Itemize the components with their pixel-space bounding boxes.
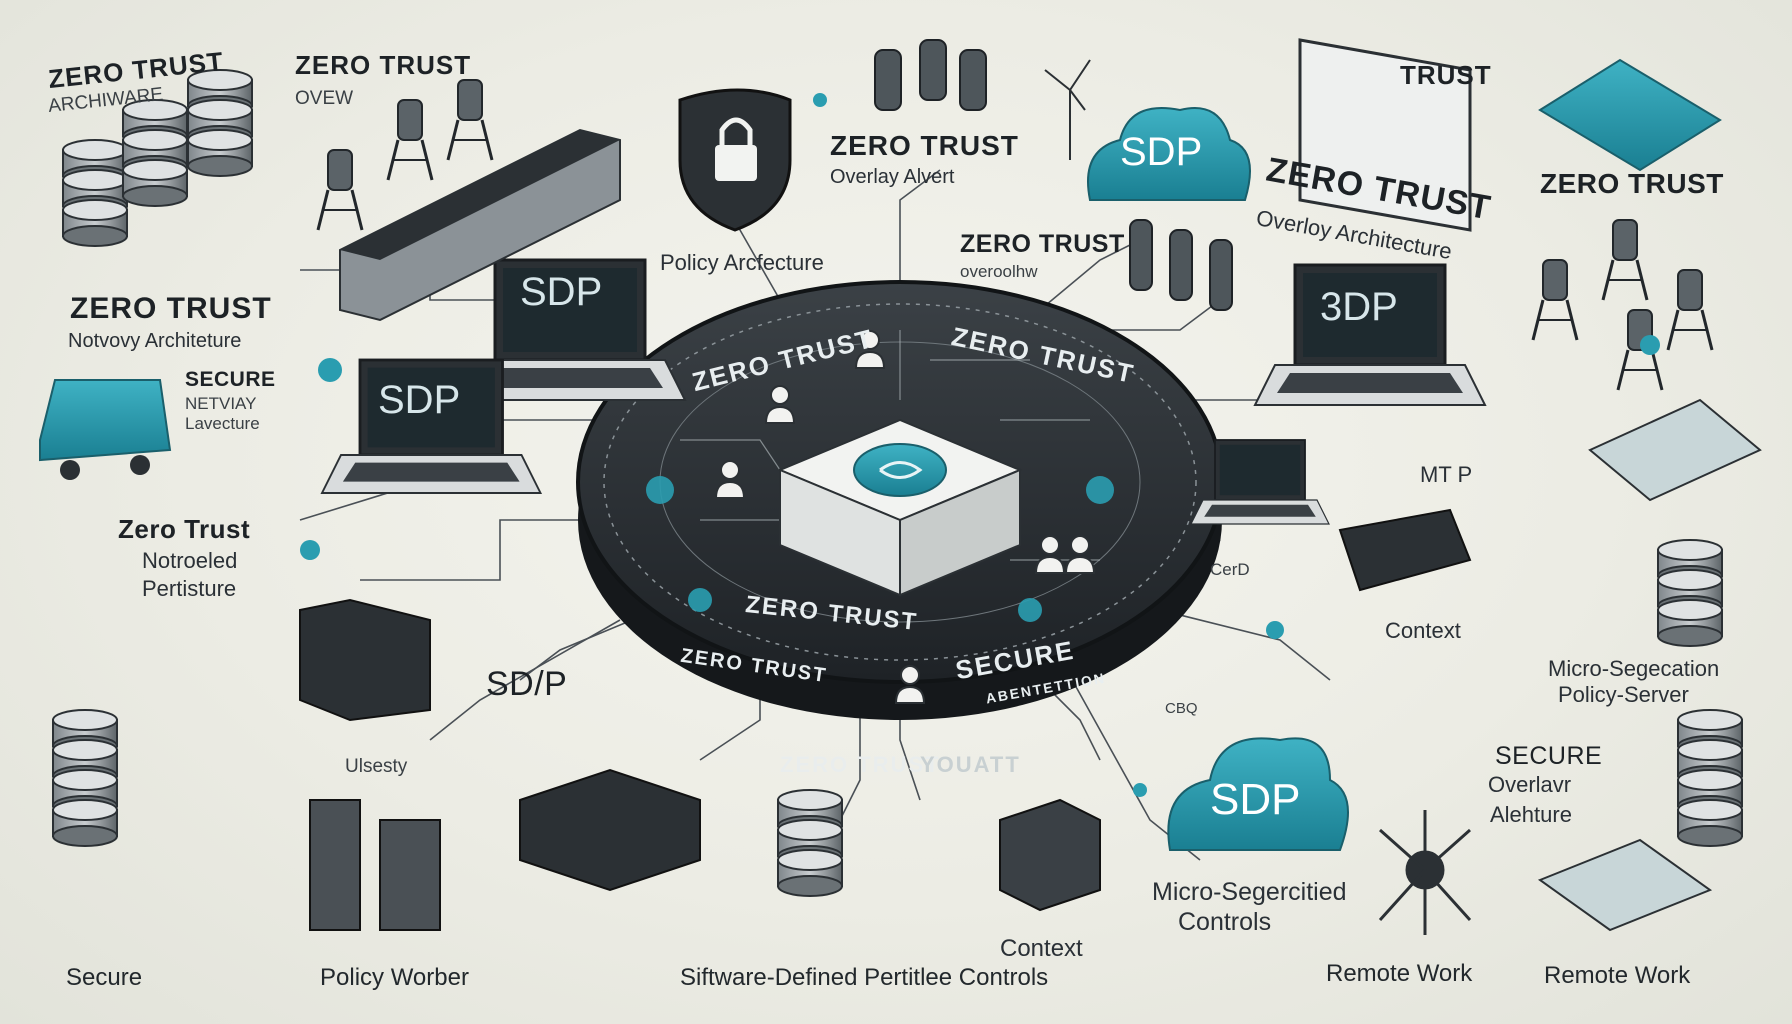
laptop-screen-sdp: SDP [520, 270, 603, 314]
laptop-screen-3dp: 3DP [1320, 285, 1398, 329]
cloud-label-sdp: SDP [1210, 775, 1301, 824]
label-subtitle: Notvovy Architeture [68, 330, 242, 352]
gateway-box-icon [777, 418, 1023, 597]
label-secure: SECURE [1495, 742, 1603, 770]
label-sdp: SD/P [486, 665, 568, 703]
database-icon [1677, 709, 1743, 847]
label-cba: CBQ [1165, 700, 1198, 717]
label-zero-trust: ZERO TRUST [1540, 168, 1724, 199]
disk-rim-label: YOUATT [920, 752, 1021, 777]
server-box-icon [299, 508, 1472, 931]
label-trust: TRUST [1400, 60, 1492, 90]
cloud-label-sdp: SDP [1120, 130, 1203, 174]
label-micro-segmentation: Micro-Segecation [1548, 656, 1720, 681]
database-icon [1657, 539, 1723, 647]
label-cerd: CerD [1210, 560, 1250, 579]
label-subtitle: Notroeled [142, 548, 238, 573]
caption-software-defined: Siftware-Defined Pertitlee Controls [680, 964, 1049, 991]
data-center-building-icon [339, 128, 621, 322]
truck-icon [39, 379, 172, 480]
caption-remote-work: Remote Work [1544, 962, 1691, 989]
disk-rim-label: ZERO TRUST [780, 752, 941, 777]
label-mtp: MT P [1420, 462, 1473, 487]
label-controls: Controls [1178, 908, 1272, 936]
padlock-shield-icon [678, 88, 792, 232]
label-subtitle: Overlavr [1488, 772, 1572, 797]
label-context: Context [1000, 935, 1083, 962]
label-ulsesty: Ulsesty [345, 756, 408, 777]
label-subtitle: Lavecture [185, 414, 260, 433]
cloud-icon [1167, 737, 1349, 851]
label-subtitle: Pertisture [142, 576, 237, 601]
label-subtitle: overoolhw [960, 262, 1038, 281]
document-panel-icon [1298, 38, 1762, 932]
laptop-screen-sdp: SDP [378, 378, 461, 422]
label-zero-trust: ZERO TRUST [960, 230, 1125, 258]
label-micro-segmentation-controls: Micro-Segercitied [1152, 878, 1347, 906]
label-zero-trust: ZERO TRUST [830, 130, 1019, 161]
database-icon [52, 709, 118, 847]
label-subtitle: Alehture [1490, 802, 1572, 827]
caption-policy-worker: Policy Worber [320, 964, 469, 991]
label-subtitle: NETVIAY [185, 394, 257, 413]
cloud-icon [1087, 107, 1251, 201]
label-secure: SECURE [185, 368, 276, 391]
label-context: Context [1385, 618, 1461, 643]
water-tower-icon [1531, 218, 1714, 392]
wind-turbine-icon [1044, 59, 1091, 160]
server-rack-icon [874, 39, 1233, 311]
label-zero-trust: Zero Trust [118, 514, 251, 544]
network-hub-icon [1378, 810, 1472, 935]
label-zero-trust: ZERO TRUST [295, 50, 472, 80]
label-subtitle: OVEW [295, 88, 354, 109]
label-policy-architecture: Policy Arcfecture [660, 250, 824, 275]
label-policy-server: Policy-Server [1558, 682, 1689, 707]
label-subtitle: Overlay Alvert [830, 166, 955, 188]
database-icon [777, 789, 843, 897]
label-zero-trust: ZERO TRUST [70, 292, 272, 325]
caption-secure: Secure [66, 964, 143, 991]
caption-remote-work: Remote Work [1326, 960, 1473, 987]
